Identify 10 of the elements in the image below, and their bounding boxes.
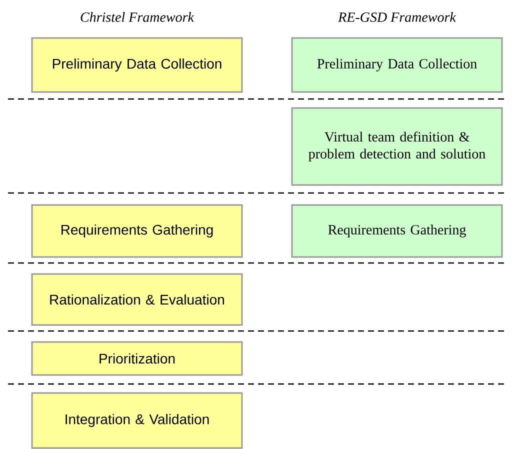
step-box: Preliminary Data Collection [291, 37, 503, 93]
step-box: Virtual team definition & problem detection and solution [291, 107, 503, 186]
step-box: Requirements Gathering [31, 204, 243, 258]
column-heading: Christel Framework [80, 12, 194, 22]
step-box: Requirements Gathering [291, 204, 503, 258]
step-box: Prioritization [31, 341, 243, 376]
step-box: Preliminary Data Collection [31, 37, 243, 93]
column-heading: RE-GSD Framework [338, 12, 456, 22]
step-box: Integration & Validation [31, 392, 243, 449]
step-box: Rationalization & Evaluation [31, 273, 243, 326]
